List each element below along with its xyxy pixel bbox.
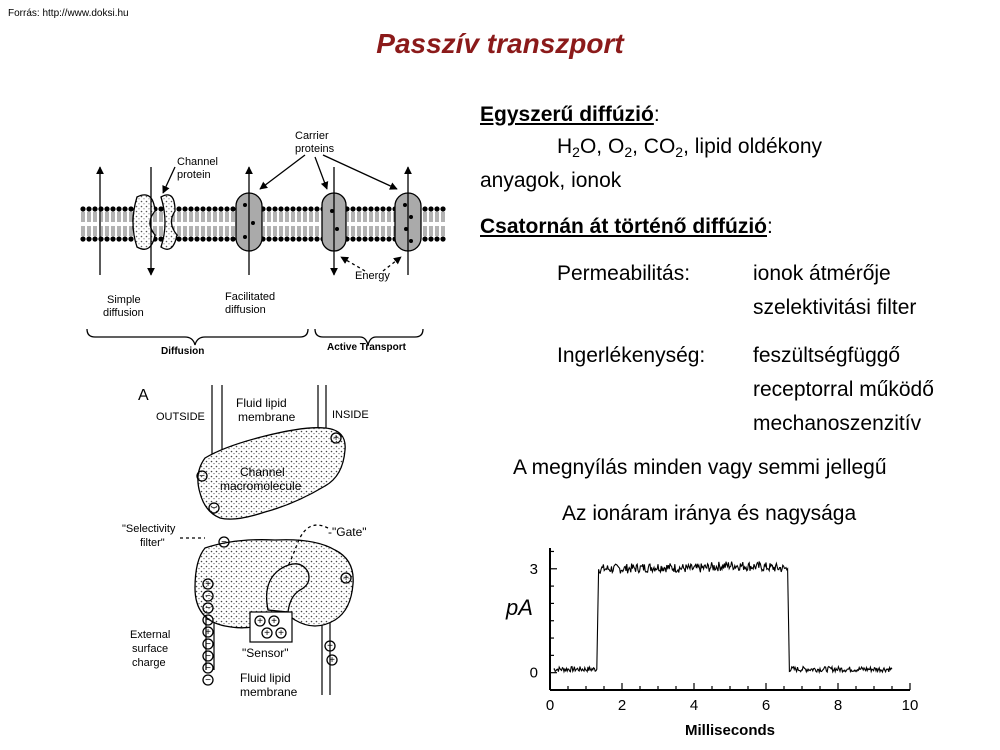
gate-label: -"Gate": [328, 525, 367, 539]
simple-diffusion-substances: H2O, O2, CO2, lipid oldékony: [557, 134, 822, 160]
svg-text:+: +: [205, 579, 211, 590]
selectivity-filter-label: "Selectivity: [122, 523, 176, 535]
figure-letter: A: [138, 387, 149, 404]
channel-diffusion-heading-line: Csatornán át történő diffúzió:: [480, 214, 773, 240]
svg-text:−: −: [221, 537, 227, 548]
svg-text:+: +: [205, 627, 211, 638]
external-surface-charge-label: charge: [132, 657, 166, 669]
permeability-item: szelektivitási filter: [753, 296, 917, 319]
x-tick-label: 6: [762, 697, 770, 714]
statement-all-or-none: A megnyílás minden vagy semmi jellegű: [513, 456, 887, 479]
svg-text:+: +: [327, 641, 333, 652]
x-tick-label: 0: [546, 697, 554, 714]
channel-upper: [197, 427, 346, 520]
formula-part: , lipid oldékony: [683, 135, 822, 158]
svg-text:−: −: [211, 503, 217, 514]
simple-diffusion-label: diffusion: [103, 307, 144, 319]
y-tick-label: 0: [530, 665, 538, 682]
formula-part: H: [557, 135, 573, 158]
current-trace-line: [553, 560, 893, 675]
excitability-item: mechanoszenzitív: [753, 412, 922, 435]
sensor-label: "Sensor": [242, 646, 289, 660]
svg-text:+: +: [343, 573, 349, 584]
channel-protein-label: protein: [177, 169, 211, 181]
formula-subscript: 2: [675, 144, 684, 160]
fluid-lipid-membrane-top-label: membrane: [238, 410, 296, 424]
permeability-item: ionok átmérője: [753, 262, 891, 285]
inside-label: INSIDE: [332, 409, 369, 421]
formula-subscript: 2: [624, 144, 633, 160]
channel-macromolecule-label: macromolecule: [220, 479, 302, 493]
simple-diffusion-heading-line: Egyszerű diffúzió:: [480, 102, 660, 128]
svg-text:−: −: [205, 591, 211, 602]
svg-text:−: −: [199, 471, 205, 482]
fluid-lipid-membrane-bottom-label: membrane: [240, 685, 298, 699]
y-tick-label: 3: [530, 561, 538, 578]
svg-text:−: −: [205, 603, 211, 614]
channel-diffusion-heading: Csatornán át történő diffúzió: [480, 215, 767, 238]
svg-text:−: −: [205, 651, 211, 662]
facilitated-diffusion-label: diffusion: [225, 304, 266, 316]
channel-macromolecule-diagram: + + + + − + − − + − − − + − − − − + + + …: [122, 385, 369, 699]
diffusion-label: Diffusion: [161, 346, 204, 357]
x-tick-label: 8: [834, 697, 842, 714]
svg-text:−: −: [205, 675, 211, 686]
simple-diffusion-colon: :: [653, 103, 660, 126]
svg-text:+: +: [271, 616, 277, 627]
svg-text:+: +: [264, 628, 270, 639]
channel-protein-label: Channel: [177, 156, 218, 168]
excitability-item: receptorral működő: [753, 378, 934, 401]
carrier-proteins-label: Carrier: [295, 130, 329, 142]
fluid-lipid-membrane-top-label: Fluid lipid: [236, 396, 287, 410]
x-tick-label: 10: [902, 697, 919, 714]
carrier-proteins-label: proteins: [295, 143, 335, 155]
active-transport-label: Active Transport: [327, 342, 407, 353]
svg-text:−: −: [205, 615, 211, 626]
formula-part: O, O: [579, 135, 625, 158]
channel-macromolecule-label: Channel: [240, 465, 285, 479]
fluid-lipid-membrane-bottom-label: Fluid lipid: [240, 671, 291, 685]
statement-current-direction: Az ionáram iránya és nagysága: [562, 502, 857, 525]
svg-text:−: −: [205, 639, 211, 650]
simple-diffusion-substances-cont: anyagok, ionok: [480, 169, 622, 192]
simple-diffusion-label: Simple: [107, 294, 141, 306]
excitability-item: feszültségfüggő: [753, 344, 901, 367]
svg-text:+: +: [278, 628, 284, 639]
y-axis-label: pA: [505, 595, 533, 620]
outside-label: OUTSIDE: [156, 411, 205, 423]
current-trace-chart: 0 2 4 6 8 10 0 3 Milliseconds pA: [505, 548, 919, 739]
channel-protein-right: [160, 194, 178, 250]
facilitated-diffusion-label: Facilitated: [225, 291, 275, 303]
excitability-label: Ingerlékenység:: [557, 344, 706, 367]
x-axis-label: Milliseconds: [685, 722, 775, 739]
page-title: Passzív transzport: [376, 28, 624, 59]
external-surface-charge-label: External: [130, 629, 170, 641]
x-tick-label: 4: [690, 697, 698, 714]
simple-diffusion-heading: Egyszerű diffúzió: [480, 103, 654, 126]
permeability-label: Permeabilitás:: [557, 262, 691, 285]
x-tick-label: 2: [618, 697, 626, 714]
svg-text:+: +: [333, 433, 339, 444]
selectivity-filter-label: filter": [140, 537, 165, 549]
chart-ticks: 0 2 4 6 8 10 0 3: [530, 550, 919, 714]
channel-protein-left: [132, 194, 156, 250]
svg-text:−: −: [205, 663, 211, 674]
svg-text:+: +: [257, 616, 263, 627]
channel-diffusion-colon: :: [767, 215, 773, 238]
external-surface-charge-label: surface: [132, 643, 168, 655]
energy-label: Energy: [355, 270, 390, 282]
source-credit: Forrás: http://www.doksi.hu: [8, 8, 129, 19]
gate: [265, 563, 310, 613]
formula-part: , CO: [632, 135, 676, 158]
svg-text:+: +: [329, 655, 335, 666]
membrane-transport-diagram: Carrier proteins Channel protein Simple …: [80, 130, 446, 357]
formula-subscript: 2: [572, 144, 580, 160]
